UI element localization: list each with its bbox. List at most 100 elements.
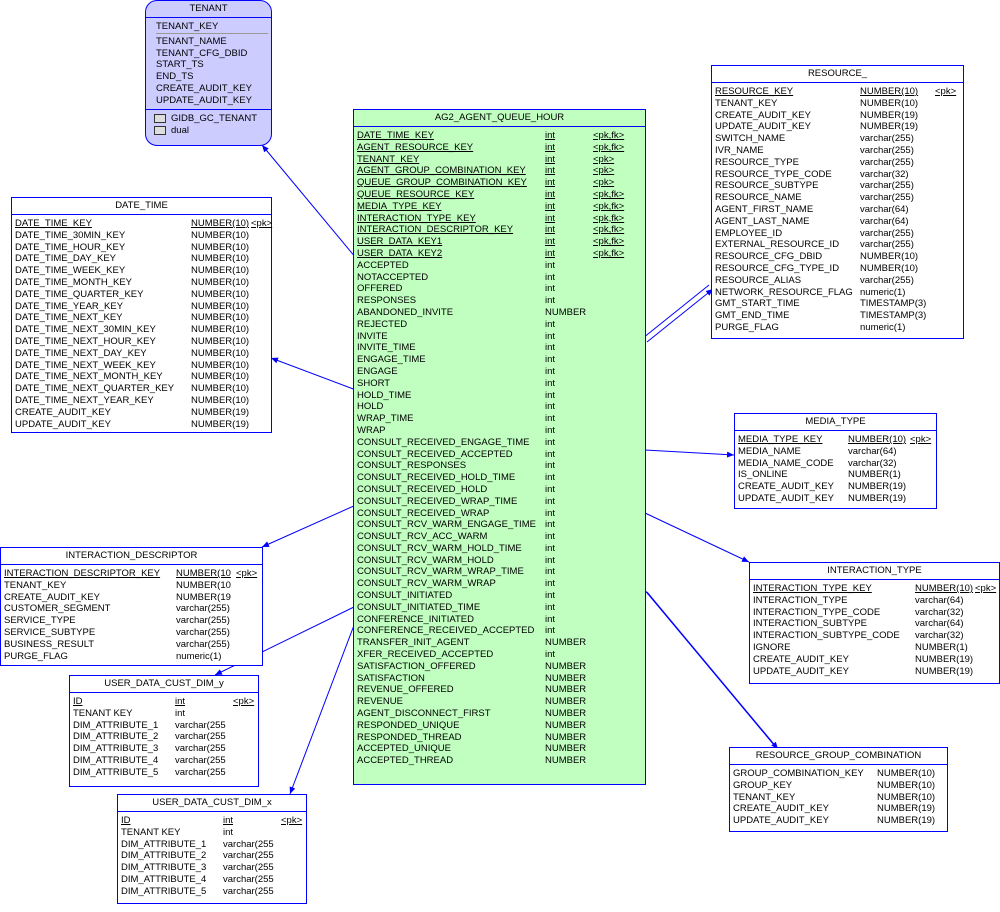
column-name: DATE_TIME_YEAR_KEY bbox=[15, 300, 124, 312]
column-key: <pk,fk> bbox=[593, 247, 625, 259]
column-type: int bbox=[545, 377, 556, 389]
column-name: MEDIA_TYPE_KEY bbox=[357, 200, 442, 212]
column-type: varchar(255) bbox=[860, 192, 914, 204]
column-name: CONSULT_RECEIVED_HOLD_TIME bbox=[357, 472, 516, 484]
column-name: GMT_START_TIME bbox=[715, 298, 800, 310]
column-name: INTERACTION_TYPE_KEY bbox=[357, 212, 476, 224]
column-type: NUMBER(19) bbox=[877, 815, 936, 827]
column-name: DIM_ATTRIBUTE_3 bbox=[73, 743, 159, 755]
column-name: REJECTED bbox=[357, 318, 408, 330]
column-name: ENGAGE bbox=[357, 365, 398, 377]
column-type: NUMBER(19) bbox=[848, 492, 907, 504]
column-name: MEDIA_NAME_CODE bbox=[738, 457, 834, 469]
column-name: CONSULT_RECEIVED_WRAP bbox=[357, 507, 490, 519]
column-type: NUMBER bbox=[545, 672, 587, 684]
column-name: INTERACTION_DESCRIPTOR_KEY bbox=[4, 568, 161, 579]
column-type: int bbox=[545, 389, 556, 401]
column-name: TRANSFER_INIT_AGENT bbox=[357, 637, 470, 649]
column-type: numeric(1) bbox=[860, 286, 906, 298]
column-type: NUMBER bbox=[545, 684, 587, 696]
relationship-ag2-interaction_type bbox=[644, 512, 750, 563]
column-type: NUMBER bbox=[545, 743, 587, 755]
column-type: NUMBER(10) bbox=[191, 265, 250, 277]
column-type: NUMBER(19) bbox=[191, 418, 250, 430]
column-name: CREATE_AUDIT_KEY bbox=[4, 591, 100, 603]
column-name: CREATE_AUDIT_KEY bbox=[15, 406, 111, 418]
column-type: varchar(32) bbox=[860, 168, 909, 180]
column-name: NETWORK_RESOURCE_FLAG bbox=[715, 286, 853, 298]
column-name: CUSTOMER_SEGMENT bbox=[4, 603, 111, 615]
table-title: AG2_AGENT_QUEUE_HOUR bbox=[354, 110, 645, 127]
column-type: NUMBER(10) bbox=[191, 324, 250, 336]
source-item: GIDB_GC_TENANT bbox=[154, 113, 263, 125]
column-name: UPDATE_AUDIT_KEY bbox=[753, 665, 849, 677]
column-key: <pk> bbox=[281, 815, 303, 826]
column-name: SERVICE_SUBTYPE bbox=[4, 626, 96, 638]
table-title: INTERACTION_DESCRIPTOR bbox=[1, 548, 262, 565]
column-type: NUMBER(19 bbox=[176, 591, 231, 603]
table-title: INTERACTION_TYPE bbox=[750, 563, 999, 580]
column-type: NUMBER(10) bbox=[915, 583, 974, 594]
column-type: int bbox=[175, 696, 186, 707]
column-name: INTERACTION_TYPE bbox=[753, 594, 848, 606]
column-name: USER_DATA_KEY1 bbox=[357, 236, 443, 248]
source-label: GIDB_GC_TENANT bbox=[171, 113, 258, 125]
column-type: NUMBER(10) bbox=[877, 779, 936, 791]
column-type: int bbox=[545, 483, 556, 495]
column-type: NUMBER(10) bbox=[191, 371, 250, 383]
column-row: CREATE_AUDIT_KEY NUMBER(19 bbox=[4, 592, 259, 604]
table-title: DATE_TIME bbox=[12, 198, 271, 215]
column-name: AGENT_RESOURCE_KEY bbox=[357, 141, 474, 153]
column-key: <pk,fk> bbox=[593, 200, 625, 212]
column-name: DATE_TIME_HOUR_KEY bbox=[15, 241, 126, 253]
table-interaction-descriptor[interactable]: INTERACTION_DESCRIPTOR INTERACTION_DESCRI… bbox=[0, 547, 263, 666]
table-title: RESOURCE_ bbox=[712, 66, 963, 83]
column-type: varchar(255) bbox=[176, 638, 230, 650]
column-key: <pk> bbox=[251, 218, 273, 229]
column-name: AGENT_DISCONNECT_FIRST bbox=[357, 708, 491, 720]
column-name: DIM_ATTRIBUTE_5 bbox=[73, 766, 159, 778]
column-type: varchar(32) bbox=[915, 630, 964, 642]
column-name: DATE_TIME_KEY bbox=[357, 130, 434, 141]
column-name: DATE_TIME_QUARTER_KEY bbox=[15, 288, 144, 300]
column-type: NUMBER bbox=[545, 755, 587, 767]
column-type: int bbox=[545, 424, 556, 436]
column-name: ACCEPTED bbox=[357, 259, 409, 271]
column-type: NUMBER(19) bbox=[860, 109, 919, 121]
column-name: CONSULT_INITIATED_TIME bbox=[357, 601, 481, 613]
column-name: CREATE_AUDIT_KEY bbox=[738, 481, 834, 493]
column-row: TENANT_CFG_DBID bbox=[156, 48, 268, 60]
column-type: NUMBER bbox=[545, 719, 587, 731]
column-key: <pk,fk> bbox=[593, 212, 625, 224]
